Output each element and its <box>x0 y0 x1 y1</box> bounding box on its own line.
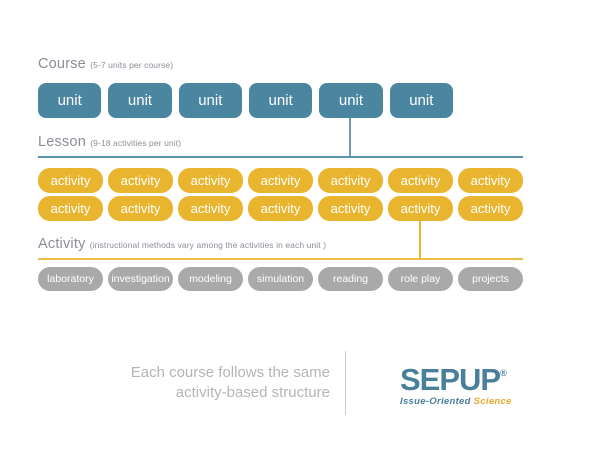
method-button: investigation <box>108 267 173 291</box>
method-button: projects <box>458 267 523 291</box>
activity-divider-line <box>38 258 523 260</box>
unit-button: unit <box>38 83 102 118</box>
activity-button: activity <box>458 168 523 193</box>
activity-button: activity <box>388 168 453 193</box>
activity-button: activity <box>458 196 523 221</box>
lesson-title-text: Lesson <box>38 134 86 150</box>
lesson-subtitle-text: (9-18 activities per unit) <box>90 138 182 148</box>
sepup-logo-tagline: Issue-Oriented Science <box>400 396 540 407</box>
unit-to-lesson-connector-line <box>349 118 351 158</box>
unit-button: unit <box>389 83 453 118</box>
method-button: laboratory <box>38 267 103 291</box>
unit-button: unit <box>108 83 172 118</box>
tagline-science: Science <box>473 396 512 407</box>
course-section-title: Course (5-7 units per course) <box>38 56 173 72</box>
method-button: simulation <box>248 267 313 291</box>
lesson-divider-line <box>38 156 523 158</box>
activity-button: activity <box>108 168 173 193</box>
activity-section-title: Activity (instructional methods vary amo… <box>38 236 326 252</box>
method-button: modeling <box>178 267 243 291</box>
method-button: role play <box>388 267 453 291</box>
activity-button: activity <box>178 168 243 193</box>
method-button: reading <box>318 267 383 291</box>
activity-button: activity <box>248 168 313 193</box>
footer-caption-line2: activity-based structure <box>175 384 330 401</box>
footer-divider-line <box>345 351 346 415</box>
activity-button: activity <box>108 196 173 221</box>
activity-button: activity <box>38 168 103 193</box>
activity-button: activity <box>178 196 243 221</box>
course-title-text: Course <box>38 56 86 72</box>
unit-button: unit <box>178 83 242 118</box>
footer-caption: Each course follows the same activity-ba… <box>90 363 330 403</box>
footer-caption-line1: Each course follows the same <box>130 364 330 381</box>
activity-button: activity <box>38 196 103 221</box>
sepup-logo-wordmark: SEPUP® <box>400 358 540 395</box>
activity-subtitle-text: (instructional methods vary among the ac… <box>89 240 327 250</box>
activity-button: activity <box>248 196 313 221</box>
sepup-logo: SEPUP® Issue-Oriented Science <box>400 358 540 407</box>
activity-to-methods-connector-line <box>419 220 421 260</box>
activity-button: activity <box>388 196 453 221</box>
tagline-issue-oriented: Issue-Oriented <box>400 396 471 407</box>
sepup-logo-name: SEPUP <box>400 362 501 397</box>
unit-button: unit <box>319 83 383 118</box>
registered-trademark-icon: ® <box>500 368 507 378</box>
activity-title-text: Activity <box>38 236 86 252</box>
lesson-section-title: Lesson (9-18 activities per unit) <box>38 134 181 150</box>
activity-button: activity <box>318 168 383 193</box>
course-subtitle-text: (5-7 units per course) <box>90 60 174 70</box>
unit-button: unit <box>248 83 313 118</box>
activity-button: activity <box>318 196 383 221</box>
